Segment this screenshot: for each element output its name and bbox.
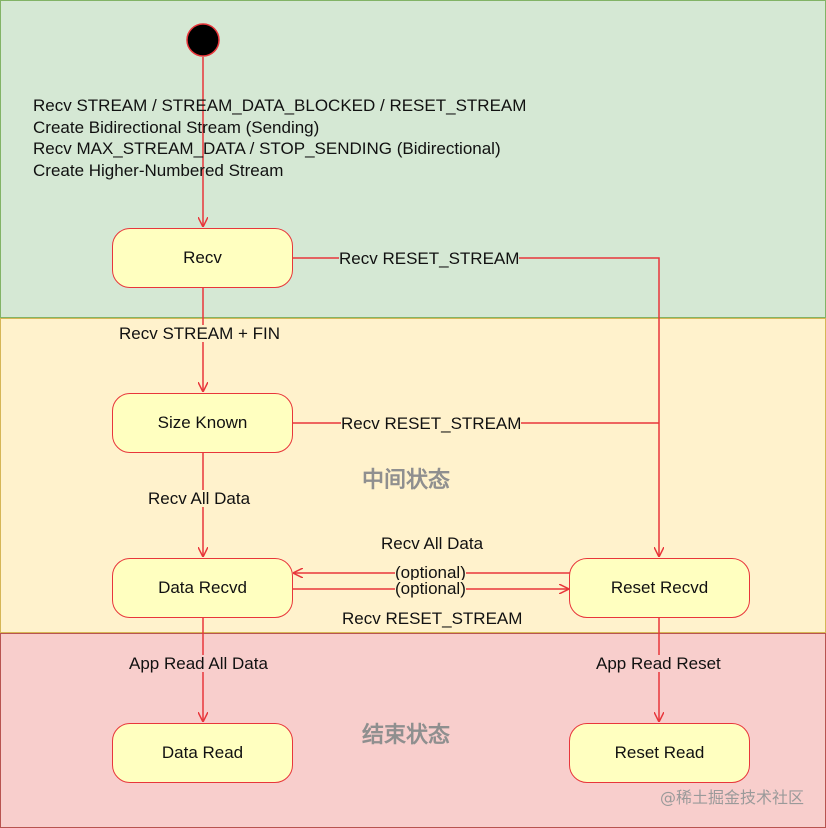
label-recv-all-data: Recv All Data bbox=[148, 489, 251, 508]
label-size-known-reset-stream: Recv RESET_STREAM bbox=[341, 414, 522, 433]
watermark: @稀土掘金技术社区 bbox=[659, 788, 804, 807]
initial-line-2: Create Bidirectional Stream (Sending) bbox=[33, 117, 320, 137]
initial-line-4: Create Higher-Numbered Stream bbox=[33, 160, 284, 180]
state-reset-recvd: Reset Recvd bbox=[569, 558, 750, 618]
state-reset-read: Reset Read bbox=[569, 723, 750, 783]
label-optional-top: (optional) bbox=[395, 563, 466, 582]
zone-title-terminal: 结束状态 bbox=[362, 723, 451, 748]
label-recv-reset-stream: Recv RESET_STREAM bbox=[339, 249, 520, 268]
state-data-recvd: Data Recvd bbox=[112, 558, 293, 618]
state-size-known: Size Known bbox=[112, 393, 293, 453]
initial-line-3: Recv MAX_STREAM_DATA / STOP_SENDING (Bid… bbox=[33, 139, 501, 158]
label-recv-stream-fin: Recv STREAM + FIN bbox=[119, 324, 281, 343]
initial-state-dot bbox=[186, 23, 220, 57]
state-data-read: Data Read bbox=[112, 723, 293, 783]
label-reset-to-data-recv-all-data: Recv All Data bbox=[381, 534, 484, 553]
edge-recv-to-reset-recvd bbox=[292, 257, 659, 556]
zone-title-intermediate: 中间状态 bbox=[362, 468, 451, 493]
state-recv: Recv bbox=[112, 228, 293, 288]
initial-transition-label: Recv STREAM / STREAM_DATA_BLOCKED / RESE… bbox=[33, 95, 526, 181]
label-app-read-reset: App Read Reset bbox=[596, 654, 721, 673]
label-data-recvd-reset-stream: Recv RESET_STREAM bbox=[342, 609, 523, 628]
initial-line-1: Recv STREAM / STREAM_DATA_BLOCKED / RESE… bbox=[33, 96, 527, 115]
label-optional-bottom: (optional) bbox=[395, 579, 466, 598]
label-app-read-all-data: App Read All Data bbox=[129, 654, 268, 673]
